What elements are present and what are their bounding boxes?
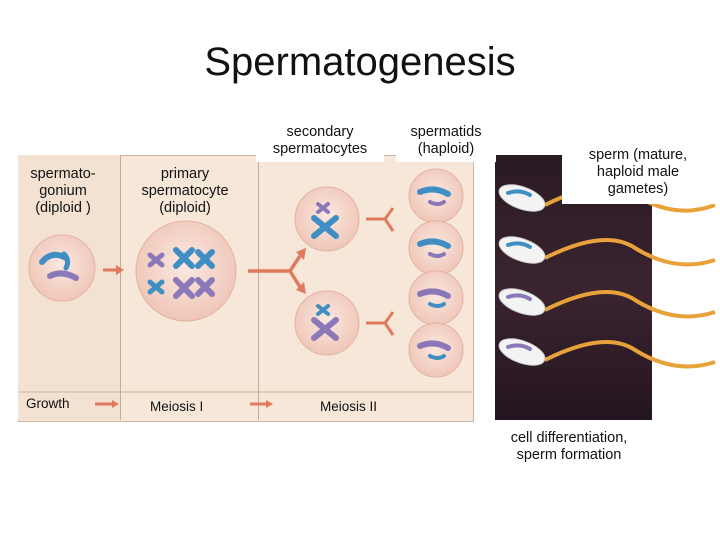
meiosis1-branch-arrow — [248, 248, 306, 294]
spermatids-label-box — [396, 120, 496, 162]
stage-arrows — [95, 400, 273, 408]
spermatogonium-label: spermato- gonium (diploid ) — [30, 166, 96, 216]
differentiation-label: cell differentiation, sperm formation — [510, 430, 628, 463]
meiosis-divider — [258, 155, 259, 420]
page-title: Spermatogenesis — [204, 40, 516, 84]
meiosis1-stage-label: Meiosis I — [150, 399, 204, 414]
sperm-label-box — [562, 138, 714, 204]
sperm-label: sperm (mature, haploid male gametes) — [588, 147, 688, 197]
secondary-spermatocytes-label: secondary spermatocytes — [272, 124, 368, 157]
spermatid-cells — [408, 168, 464, 378]
meiosis2-stage-label: Meiosis II — [320, 399, 378, 414]
primary-spermatocyte-label: primary spermatocyte (diploid) — [141, 166, 229, 216]
secondary-spermatocyte-bottom — [294, 290, 360, 356]
secondary-spermatocyte-top — [294, 186, 360, 252]
meiosis2-arrows — [366, 207, 395, 336]
growth-arrow — [103, 265, 124, 275]
growth-stage-label: Growth — [26, 396, 70, 411]
secondary-label-box — [256, 120, 384, 162]
spermatogonium-cell — [28, 234, 96, 302]
primary-spermatocyte-cell — [135, 220, 237, 322]
spermatids-label: spermatids (haploid) — [410, 124, 482, 157]
sperm-cells — [498, 184, 716, 369]
